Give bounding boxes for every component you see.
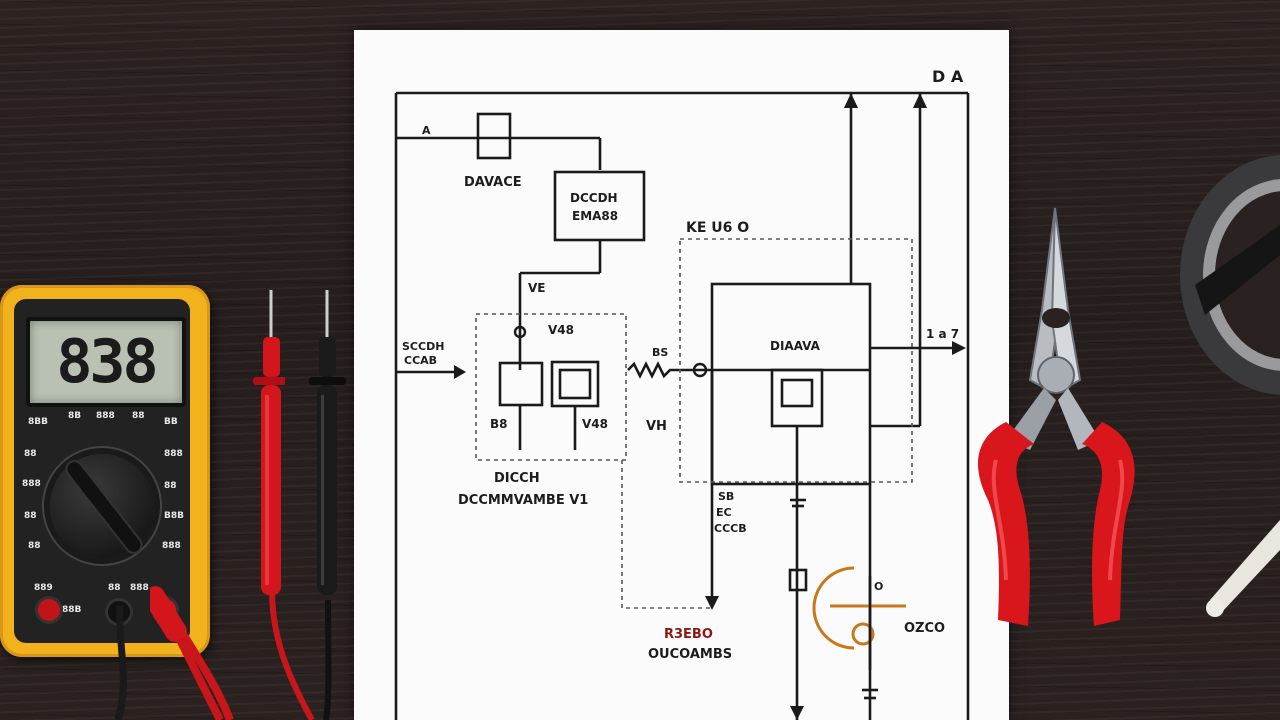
meter-mark: 8BB: [28, 417, 48, 427]
meter-mark: 88: [108, 583, 121, 593]
tape-roll-icon: [1180, 155, 1280, 395]
right-box-label: DIAAVA: [770, 339, 821, 353]
rotary-dial: [50, 454, 154, 558]
bottom-right-label: OZCO: [904, 621, 945, 636]
inner-box-top: V48: [548, 323, 574, 337]
inner-box-br: V48: [582, 417, 608, 431]
below-box-line1: SB: [718, 490, 734, 503]
mid-left-tag: VE: [528, 281, 545, 295]
meter-mark: 888: [162, 541, 181, 551]
bulb-label: O: [874, 580, 883, 593]
multimeter: 838 8BB 8B 888 88 BB 88 888 888 88 88 B8…: [0, 285, 210, 657]
multimeter-face: 838 8BB 8B 888 88 BB 88 888 888 88 88 B8…: [14, 299, 190, 643]
pencil-icon: [1206, 520, 1280, 617]
right-tag: 1 a 7: [926, 327, 959, 341]
meter-mark: 88B: [62, 605, 82, 615]
black-probe: [309, 290, 346, 595]
circuit-schematic: D A A DAVACE DCCDH EMA88 VE SCCDH CCAB V…: [394, 67, 970, 720]
top-box-line1: DCCDH: [570, 191, 618, 205]
meter-mark: 888: [96, 411, 115, 421]
small-label: A: [422, 124, 431, 137]
left-side-line1: SCCDH: [402, 340, 444, 353]
meter-mark: 889: [34, 583, 53, 593]
meter-mark: 88: [132, 411, 145, 421]
top-box-line2: EMA88: [572, 209, 618, 223]
bottom-center-line2: OUCOAMBS: [648, 647, 732, 662]
meter-mark: 88: [24, 511, 37, 521]
bottom-center-line1: R3EBO: [664, 627, 713, 642]
red-jack: [38, 599, 60, 621]
red-probe: [253, 290, 285, 595]
meter-mark: 888: [22, 479, 41, 489]
below-box-line2: EC: [716, 506, 732, 519]
corner-label: D A: [932, 67, 964, 86]
meter-mark: 88: [24, 449, 37, 459]
inner-caption-line1: DICCH: [494, 471, 540, 486]
inner-box-bl: B8: [490, 417, 508, 431]
meter-mark: B8B: [164, 511, 184, 521]
coil-label: BS: [652, 346, 668, 359]
multimeter-reading: 838: [56, 327, 158, 397]
meter-mark: 8B: [68, 411, 82, 421]
red-plug: [150, 586, 224, 720]
left-side-line2: CCAB: [404, 354, 437, 367]
meter-mark: 888: [130, 583, 149, 593]
pliers-icon: [977, 207, 1135, 626]
below-box-line3: CCCB: [714, 522, 747, 535]
meter-mark: BB: [164, 417, 178, 427]
right-region-label: KE U6 O: [686, 220, 749, 236]
switch-caption: DAVACE: [464, 175, 522, 190]
meter-mark: 88: [164, 481, 177, 491]
inner-caption-line2: DCCMMVAMBE V1: [458, 493, 588, 508]
wave-label: VH: [646, 419, 667, 434]
meter-mark: 88: [28, 541, 41, 551]
meter-mark: 888: [164, 449, 183, 459]
multimeter-display: 838: [26, 317, 186, 407]
